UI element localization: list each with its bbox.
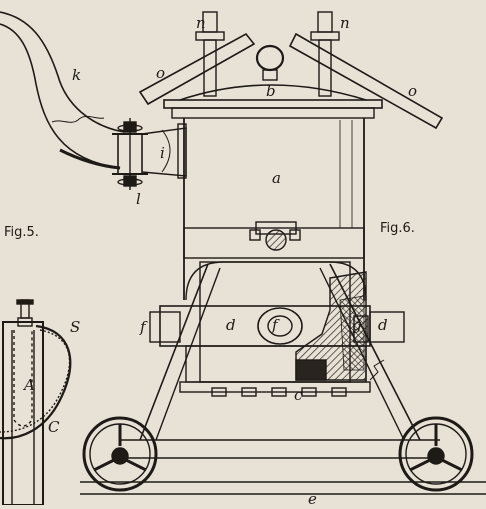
label-i: i	[160, 144, 165, 162]
stand-frame	[80, 263, 486, 495]
label-g: g	[352, 316, 362, 334]
label-l: l	[136, 190, 141, 208]
spout-k	[0, 11, 125, 170]
label-k: k	[72, 66, 81, 84]
label-b: b	[266, 82, 276, 100]
label-a: a	[272, 169, 281, 187]
boiler-body-a	[183, 118, 365, 300]
figure-caption-fig5: Fig.5.	[4, 225, 39, 240]
fig5-cylinder	[0, 299, 72, 506]
label-A: A	[22, 376, 35, 394]
label-C: C	[48, 418, 60, 436]
label-f-left: f	[139, 318, 148, 336]
label-o-left: o	[156, 64, 165, 82]
lid-b	[163, 44, 383, 119]
label-d-left: d	[226, 316, 236, 334]
valves-n	[195, 11, 340, 97]
label-f-center: f	[271, 316, 280, 334]
label-e: e	[308, 490, 317, 505]
figure-caption-fig6: Fig.6.	[380, 221, 415, 236]
pipe-clamp	[249, 221, 301, 251]
label-d-right: d	[378, 316, 388, 334]
pipe-i	[141, 123, 187, 179]
label-o-right: o	[408, 82, 417, 100]
label-c: c	[294, 386, 303, 404]
label-S: S	[70, 318, 80, 336]
clamp-l	[112, 118, 148, 190]
label-n-right: n	[340, 14, 350, 32]
label-n-left: n	[196, 14, 206, 32]
wheel-right	[398, 416, 474, 492]
roof-plates-o	[138, 32, 444, 130]
wheel-left	[82, 416, 158, 492]
